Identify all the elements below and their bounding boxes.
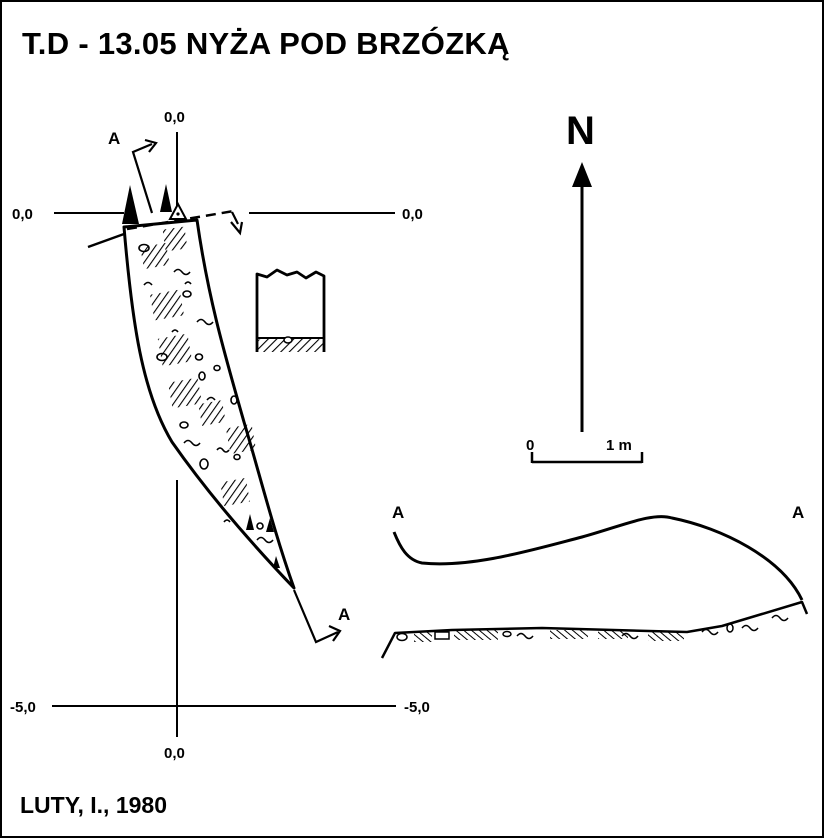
page-title: T.D - 13.05 NYŻA POD BRZÓZKĄ <box>22 26 510 61</box>
section-label-plan-end: A <box>338 605 350 624</box>
clay-squiggles <box>143 268 274 544</box>
section-arrow-bottom <box>292 589 339 644</box>
author-credit: LUTY, I., 1980 <box>20 792 168 818</box>
scale-end-label: 1 m <box>606 437 632 454</box>
grid-label-bottom-left: -5,0 <box>10 699 36 716</box>
grid-label-bottom: 0,0 <box>164 745 185 762</box>
scale-bar <box>530 452 644 464</box>
scale-start-label: 0 <box>526 437 534 454</box>
cave-plan <box>122 218 296 590</box>
pebbles <box>138 243 264 530</box>
survey-station-icon <box>168 201 188 220</box>
section-label-profile-right: A <box>792 503 804 522</box>
longitudinal-profile <box>380 515 809 659</box>
grid-label-left: 0,0 <box>12 206 33 223</box>
entrance-marker-left <box>122 185 139 224</box>
grid-label-top: 0,0 <box>164 109 185 126</box>
rock-markers <box>246 514 280 568</box>
north-label: N <box>566 109 595 153</box>
cross-section <box>255 268 326 352</box>
coordinate-grid <box>52 132 396 737</box>
entrance-features <box>87 138 342 644</box>
grid-label-right: 0,0 <box>402 206 423 223</box>
sediment-hatching <box>140 226 257 507</box>
section-label-plan-start: A <box>108 129 120 148</box>
grid-label-bottom-right: -5,0 <box>404 699 430 716</box>
north-arrow <box>572 162 592 432</box>
entrance-marker-right <box>160 184 172 212</box>
section-arrow-top <box>131 142 154 214</box>
entrance-bend-arrow <box>231 211 239 225</box>
section-label-profile-left: A <box>392 503 404 522</box>
